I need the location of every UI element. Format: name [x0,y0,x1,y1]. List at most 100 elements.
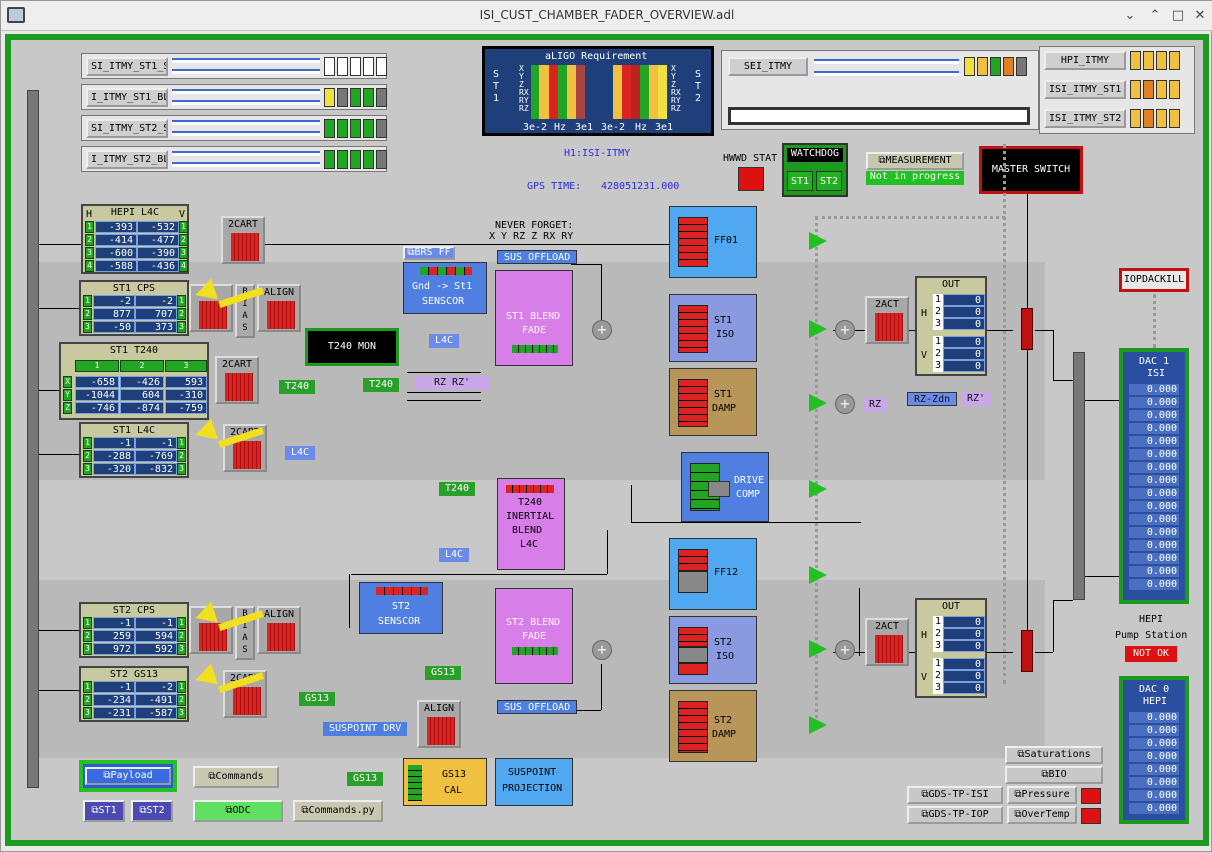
hepi-l4c-matrix[interactable]: HEPI L4C H V 1 -393 -532 1 2 -414 -477 2… [81,204,189,274]
t240-mon-button[interactable]: T240 MON [305,328,399,366]
payload-button[interactable]: ⧉Payload [85,767,171,785]
st1-l4c-matrix[interactable]: ST1 L4C 1 -1 -1 1 2 -288 -769 2 3 -320 -… [79,422,189,478]
signal-wire [1027,194,1028,664]
chamber-overview-panel: SI_ITMY_ST1_S I_ITMY_ST1_BL SI_ITMY_ST2_… [5,34,1209,846]
value-cell: -746 [75,402,119,414]
st2-screen-button[interactable]: ⧉ST2 [131,800,173,822]
overtemp-button[interactable]: ⧉OverTemp [1007,806,1077,824]
bio-button[interactable]: ⧉BIO [1005,766,1103,784]
master-switch-button[interactable]: MASTER SWITCH [979,146,1083,194]
value-cell: -50 [93,321,135,333]
h-label: H [86,209,93,220]
out-value: 0 [943,658,985,670]
sei-button[interactable]: SEI_ITMY [728,57,808,76]
st2-cps-matrix[interactable]: ST2 CPS 1 -1 -1 1 2 259 594 2 3 972 592 … [79,602,189,658]
gds-tp-iop-button[interactable]: ⧉GDS-TP-IOP [907,806,1003,824]
st2-gs13-matrix[interactable]: ST2 GS13 1 -1 -2 1 2 -234 -491 2 3 -231 … [79,666,189,722]
gnd-st1-senscor-block[interactable]: Gnd -> St1 SENSCOR [403,262,487,314]
axis-tick: Hz [635,122,648,133]
st1-switch-indicator[interactable] [1021,308,1033,350]
t240-2cart-button[interactable]: 2CART [215,356,259,404]
rz-zdn-tag: RZ-Zdn [907,392,958,406]
gds-tp-isi-button[interactable]: ⧉GDS-TP-ISI [907,786,1003,804]
suspoint-align-button[interactable]: ALIGN [417,700,461,748]
summary-button[interactable]: I_ITMY_ST1_BL [86,88,168,107]
row-index: 2 [83,450,92,462]
dotted-guide [815,216,818,726]
st2-label-s: S [695,69,702,80]
hepi-l4c-title: HEPI L4C [110,207,160,218]
st2-senscor-block[interactable]: ST2 SENSCOR [359,582,443,634]
dac-value: 0.000 [1129,475,1179,487]
block-label: ST2 [392,601,411,612]
summary-button[interactable]: I_ITMY_ST2_BL [86,150,168,169]
never-forget-order: X Y RZ Z RX RY [489,231,574,242]
st1-iso-block[interactable]: ST1 ISO [669,294,757,362]
summary-button[interactable]: SI_ITMY_ST2_S [86,119,168,138]
watchdog-st2[interactable]: ST2 [816,171,842,191]
gs13-cal-block[interactable]: GS13 CAL [403,758,487,806]
summary-button[interactable]: SI_ITMY_ST1_S [86,57,168,76]
window-icon: ⧉ [301,805,309,816]
restore-icon[interactable]: ⌃ [1149,8,1161,23]
out-value: 0 [943,336,985,348]
st2-cps-2cart-button[interactable] [189,606,233,654]
filter-stack [678,305,708,353]
signal-wire [601,664,602,710]
suspoint-projection-block[interactable]: SUSPOINT PROJECTION [495,758,573,806]
st2-damp-block[interactable]: ST2 DAMP [669,690,757,762]
odc-button[interactable]: ⧉ODC [193,800,283,822]
st1-2act-button[interactable]: 2ACT [865,296,909,344]
minimize-icon[interactable]: ⌄ [1124,8,1136,23]
brs-ff-button[interactable]: ⧉BRS FF [403,246,455,260]
isi-itmy-st2-button[interactable]: ISI_ITMY_ST2 [1044,109,1126,128]
watchdog-panel[interactable]: WATCHDOG ST1 ST2 [782,143,848,197]
iopdackill-button[interactable]: IOPDACKILL [1119,268,1189,292]
drive-comp-block[interactable]: DRIVE COMP [681,452,769,522]
st2-iso-block[interactable]: ST2 ISO [669,616,757,684]
block-label: ST2 [714,637,733,648]
pressure-alarm-indicator [1081,788,1101,804]
ff01-block[interactable]: FF01 [669,206,757,278]
t240-inertial-blend-block[interactable]: T240 INERTIAL BLEND L4C [497,478,565,570]
value-cell: -587 [135,707,177,719]
l4c-tag: L4C [285,446,316,460]
pressure-button[interactable]: ⧉Pressure [1007,786,1077,804]
matrix-icon [225,373,253,401]
st2-switch-indicator[interactable] [1021,630,1033,672]
summary-bar [172,69,320,74]
commands-py-button[interactable]: ⧉Commands.py [293,800,383,822]
block-label: BLEND [512,525,543,536]
st1-align-button[interactable]: ALIGN [257,284,301,332]
st2-2act-button[interactable]: 2ACT [865,618,909,666]
summary-bar [814,59,959,64]
maximize-icon[interactable]: □ [1171,8,1185,23]
st1-damp-block[interactable]: ST1 DAMP [669,368,757,436]
left-scroll-bar[interactable] [27,90,39,788]
st2-blend-fade-block[interactable]: ST2 BLEND FADE [495,588,573,684]
measurement-button[interactable]: ⧉MEASUREMENT [866,152,964,170]
row-index: 4 [179,260,188,272]
st1-t240-matrix[interactable]: ST1 T240 1 2 3 X -658 -426 593 Y -1044 6… [59,342,209,420]
hpi-itmy-button[interactable]: HPI_ITMY [1044,51,1126,70]
st1-screen-button[interactable]: ⧉ST1 [83,800,125,822]
st2-align-button[interactable]: ALIGN [257,606,301,654]
isi-itmy-st1-button[interactable]: ISI_ITMY_ST1 [1044,80,1126,99]
ff12-block[interactable]: FF12 [669,538,757,610]
row-index: 1 [177,681,186,693]
saturations-button[interactable]: ⧉Saturations [1005,746,1103,764]
watchdog-st1[interactable]: ST1 [787,171,813,191]
dac-value: 0.000 [1129,712,1179,724]
commands-button[interactable]: ⧉Commands [193,766,279,788]
hepi-2cart-button[interactable]: 2CART [221,216,265,264]
block-label: ST2 BLEND [506,617,561,628]
st1-blend-fade-block[interactable]: ST1 BLEND FADE [495,270,573,366]
row-index: 1 [83,681,92,693]
close-icon[interactable]: ✕ [1194,8,1206,23]
st1-cps-matrix[interactable]: ST1 CPS 1 -2 -2 1 2 877 707 2 3 -50 373 … [79,280,189,336]
dac-value: 0.000 [1129,540,1179,552]
right-scroll-bar[interactable] [1073,352,1085,600]
